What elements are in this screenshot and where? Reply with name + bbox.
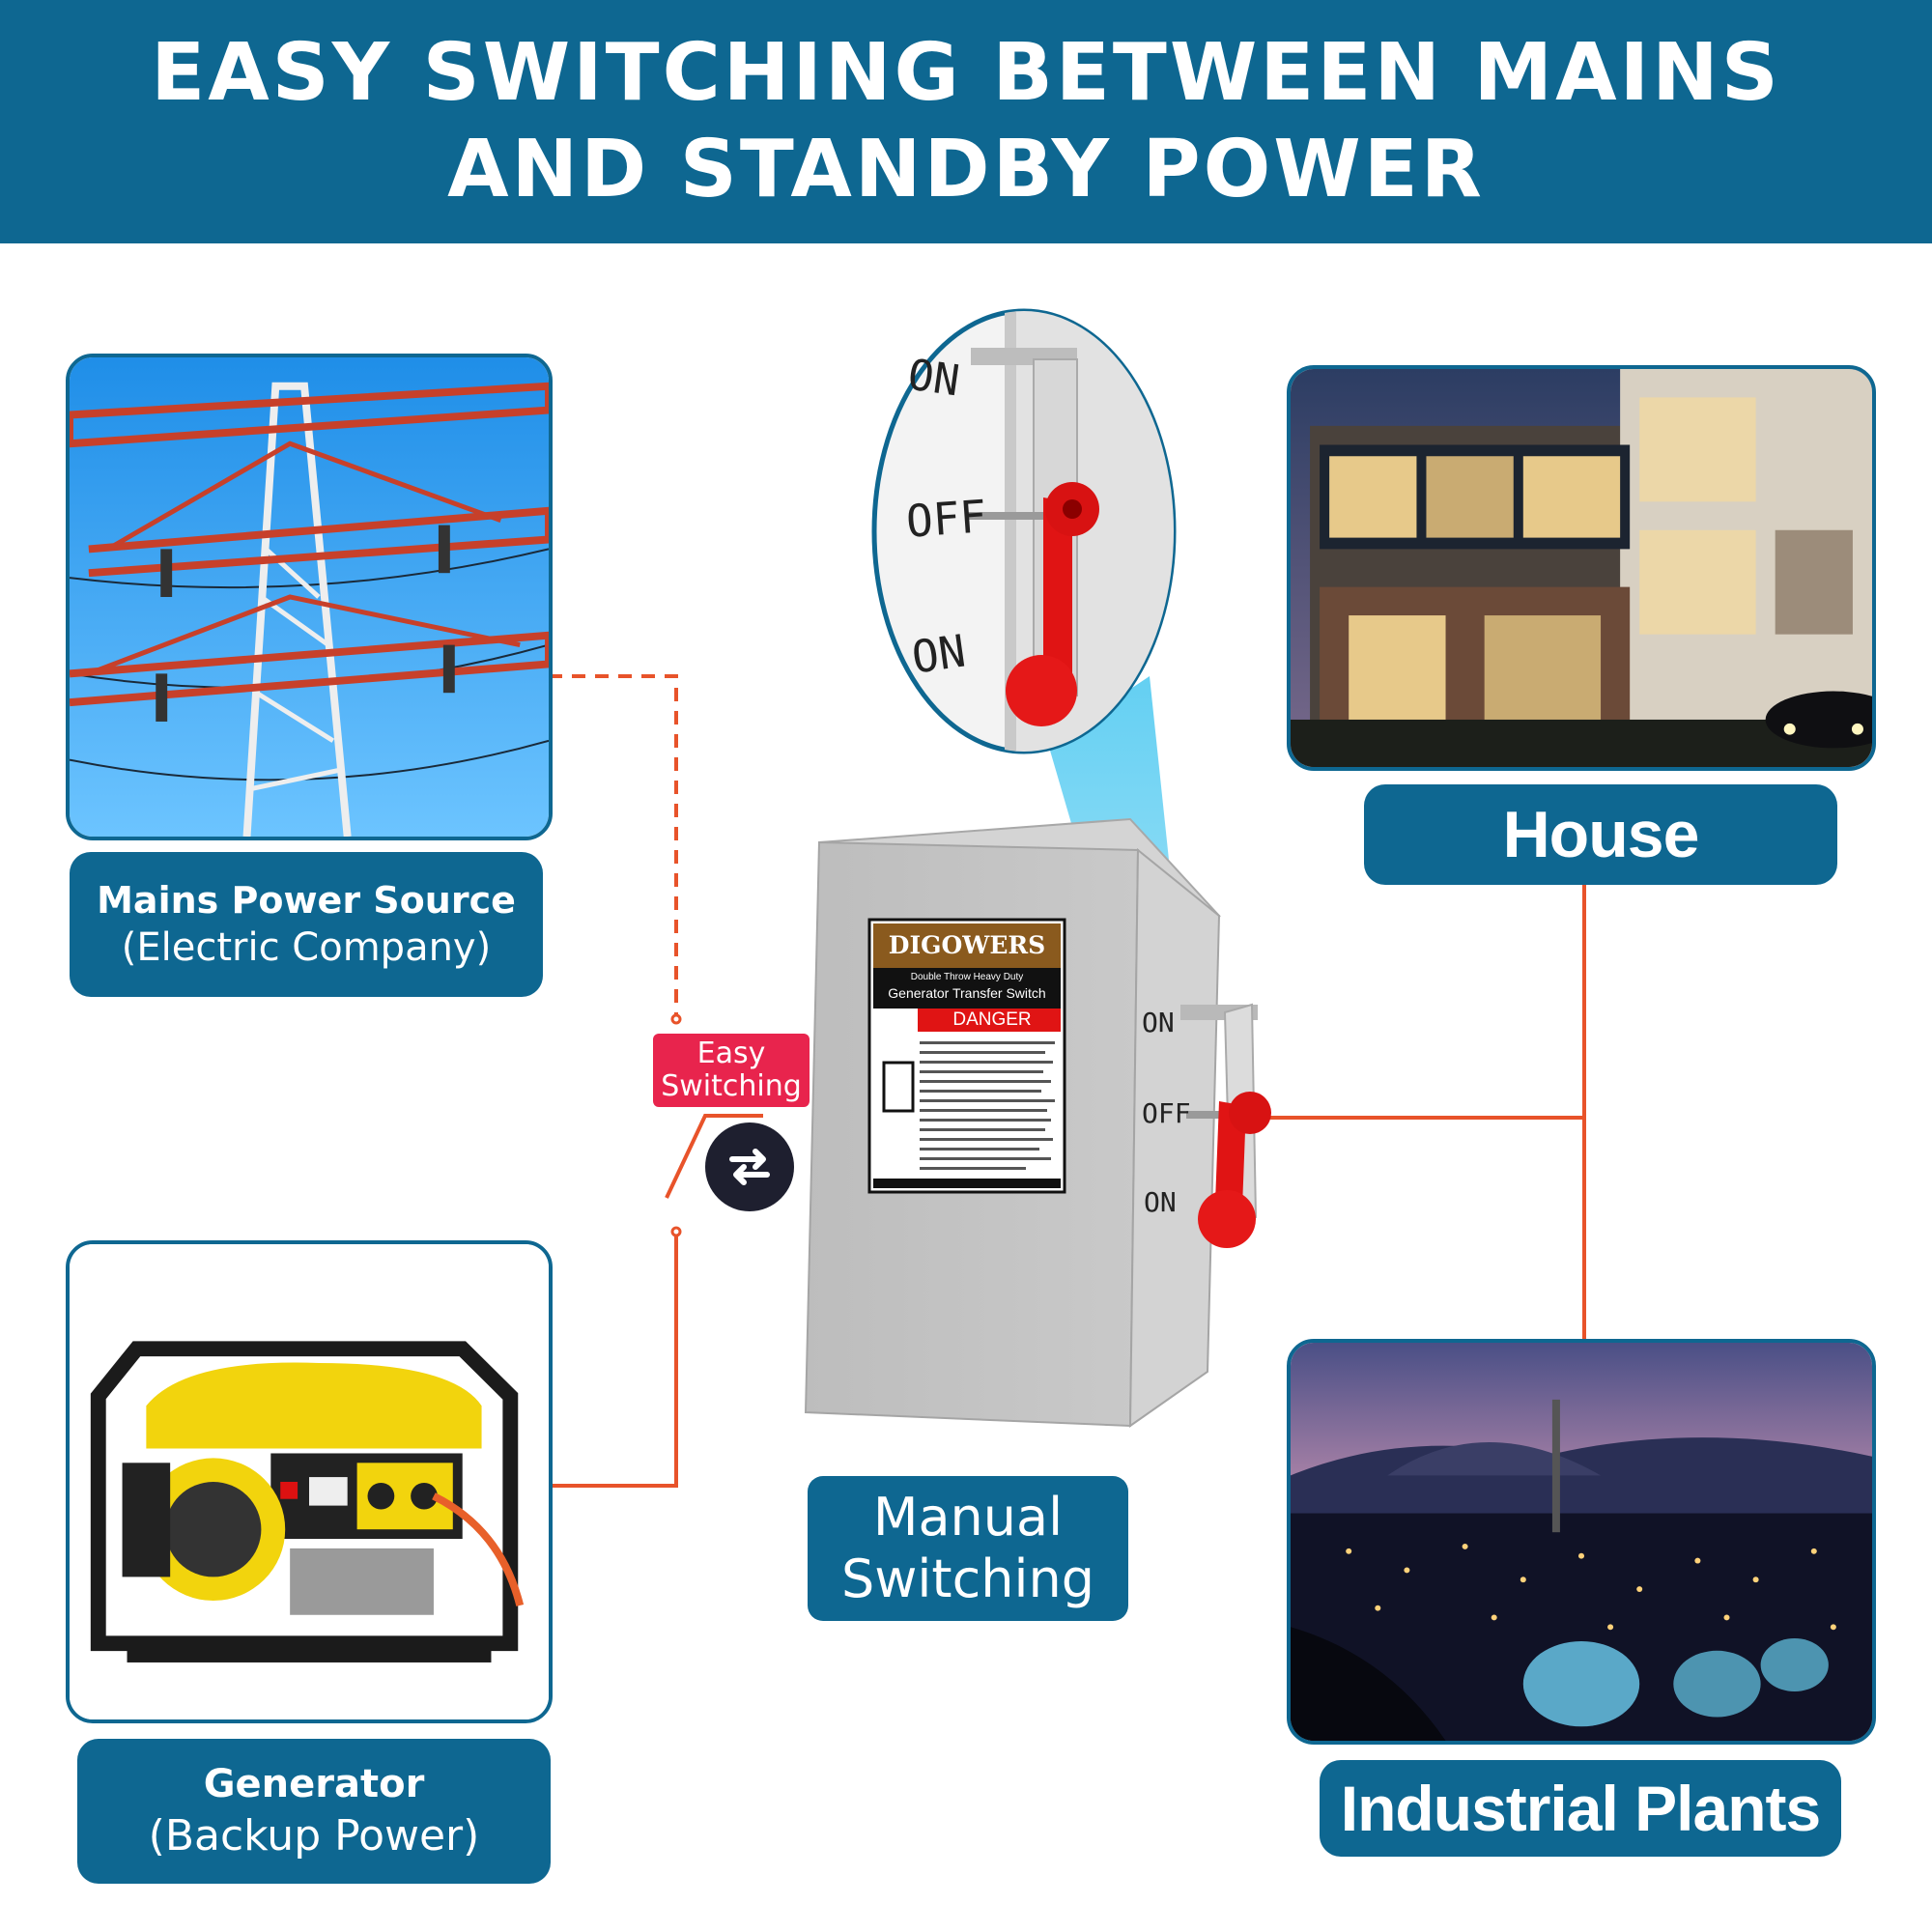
- manual-line-2: Switching: [840, 1548, 1095, 1609]
- badge-line-1: Easy: [696, 1037, 766, 1070]
- swap-button[interactable]: [705, 1122, 794, 1211]
- swap-arrows-icon: [729, 1149, 770, 1185]
- mains-title: Mains Power Source: [97, 879, 516, 922]
- mains-power-label: Mains Power Source (Electric Company): [70, 852, 543, 997]
- industrial-label-text: Industrial Plants: [1340, 1773, 1821, 1844]
- generator-label: Generator (Backup Power): [77, 1739, 551, 1884]
- house-label-text: House: [1502, 798, 1700, 871]
- house-icon: [1291, 369, 1872, 767]
- industrial-plant-photo: [1287, 1339, 1876, 1745]
- mains-power-photo: [66, 354, 553, 840]
- danger-label: DANGER: [952, 1009, 1032, 1030]
- generator-photo: [66, 1240, 553, 1723]
- easy-switching-badge: Easy Switching: [653, 1034, 810, 1107]
- mains-subtitle: (Electric Company): [121, 925, 492, 970]
- generator-icon: [70, 1244, 549, 1719]
- manual-switching-label: Manual Switching: [808, 1476, 1128, 1621]
- mains-connector-line: [549, 674, 678, 1019]
- badge-line-2: Switching: [661, 1069, 802, 1103]
- header-banner: EASY SWITCHING BETWEEN MAINS AND STANDBY…: [0, 0, 1932, 243]
- generator-title: Generator: [203, 1762, 425, 1806]
- zoom-label-bottom-on: ON: [908, 624, 969, 684]
- house-photo: [1287, 365, 1876, 771]
- industrial-label: Industrial Plants: [1320, 1760, 1841, 1857]
- brand-label: DIGOWERS: [888, 931, 1046, 959]
- generator-subtitle: (Backup Power): [148, 1811, 480, 1861]
- page-title-line-2: AND STANDBY POWER: [447, 124, 1485, 215]
- zoom-label-off: OFF: [904, 490, 988, 548]
- product-line-1: Double Throw Heavy Duty: [910, 972, 1024, 982]
- zoom-label-top-on: ON: [904, 350, 963, 407]
- house-label: House: [1364, 784, 1837, 885]
- box-label-off: OFF: [1142, 1097, 1191, 1129]
- industrial-plant-icon: [1291, 1343, 1872, 1741]
- product-line-2: Generator Transfer Switch: [888, 985, 1046, 1001]
- power-tower-icon: [70, 357, 549, 837]
- box-label-top-on: ON: [1142, 1007, 1175, 1038]
- hazard-icon: [882, 1061, 915, 1113]
- page-title-line-1: EASY SWITCHING BETWEEN MAINS: [151, 27, 1781, 119]
- box-label-bottom-on: ON: [1144, 1186, 1177, 1218]
- manual-line-1: Manual: [872, 1487, 1064, 1548]
- generator-connector-line: [549, 1236, 678, 1488]
